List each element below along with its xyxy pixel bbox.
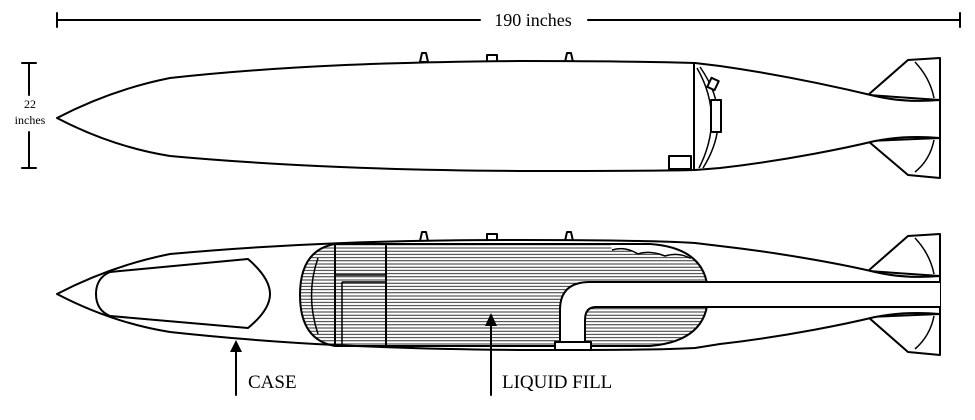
- liquid-fill-arrow-head: [485, 313, 497, 326]
- top-view-fin-upper: [867, 57, 941, 101]
- tank-outline: [299, 243, 709, 347]
- liquid-fill: [300, 244, 708, 346]
- length-label: 190 inches: [494, 10, 571, 30]
- case-arrow-head: [230, 340, 242, 352]
- cutaway-view: [56, 231, 941, 356]
- top-view-fin-lower: [867, 137, 941, 179]
- exterior-view: [56, 52, 941, 179]
- cutaway-fin-upper: [867, 233, 941, 277]
- fill-tube-lower: [584, 306, 941, 346]
- length-dimension: 190 inches: [56, 10, 961, 30]
- diameter-unit: inches: [15, 113, 46, 127]
- nose-cavity: [95, 258, 271, 329]
- liquid-fill-callout: LIQUID FILL: [485, 313, 612, 396]
- top-view-base-plate: [668, 155, 692, 170]
- case-callout: CASE: [230, 340, 297, 396]
- top-view-tail-fitting: [710, 99, 722, 133]
- cutaway-lug-left: [419, 231, 429, 242]
- fill-port: [554, 341, 592, 351]
- diameter-dimension: 22 inches: [15, 62, 46, 169]
- top-view-body: [56, 60, 941, 172]
- case-label: CASE: [248, 372, 297, 393]
- fill-tube-upper: [559, 281, 941, 346]
- diameter-value: 22: [24, 97, 36, 111]
- liquid-fill-label: LIQUID FILL: [502, 372, 612, 393]
- top-view-lug-left: [419, 52, 429, 63]
- cutaway-fin-lower: [867, 313, 941, 356]
